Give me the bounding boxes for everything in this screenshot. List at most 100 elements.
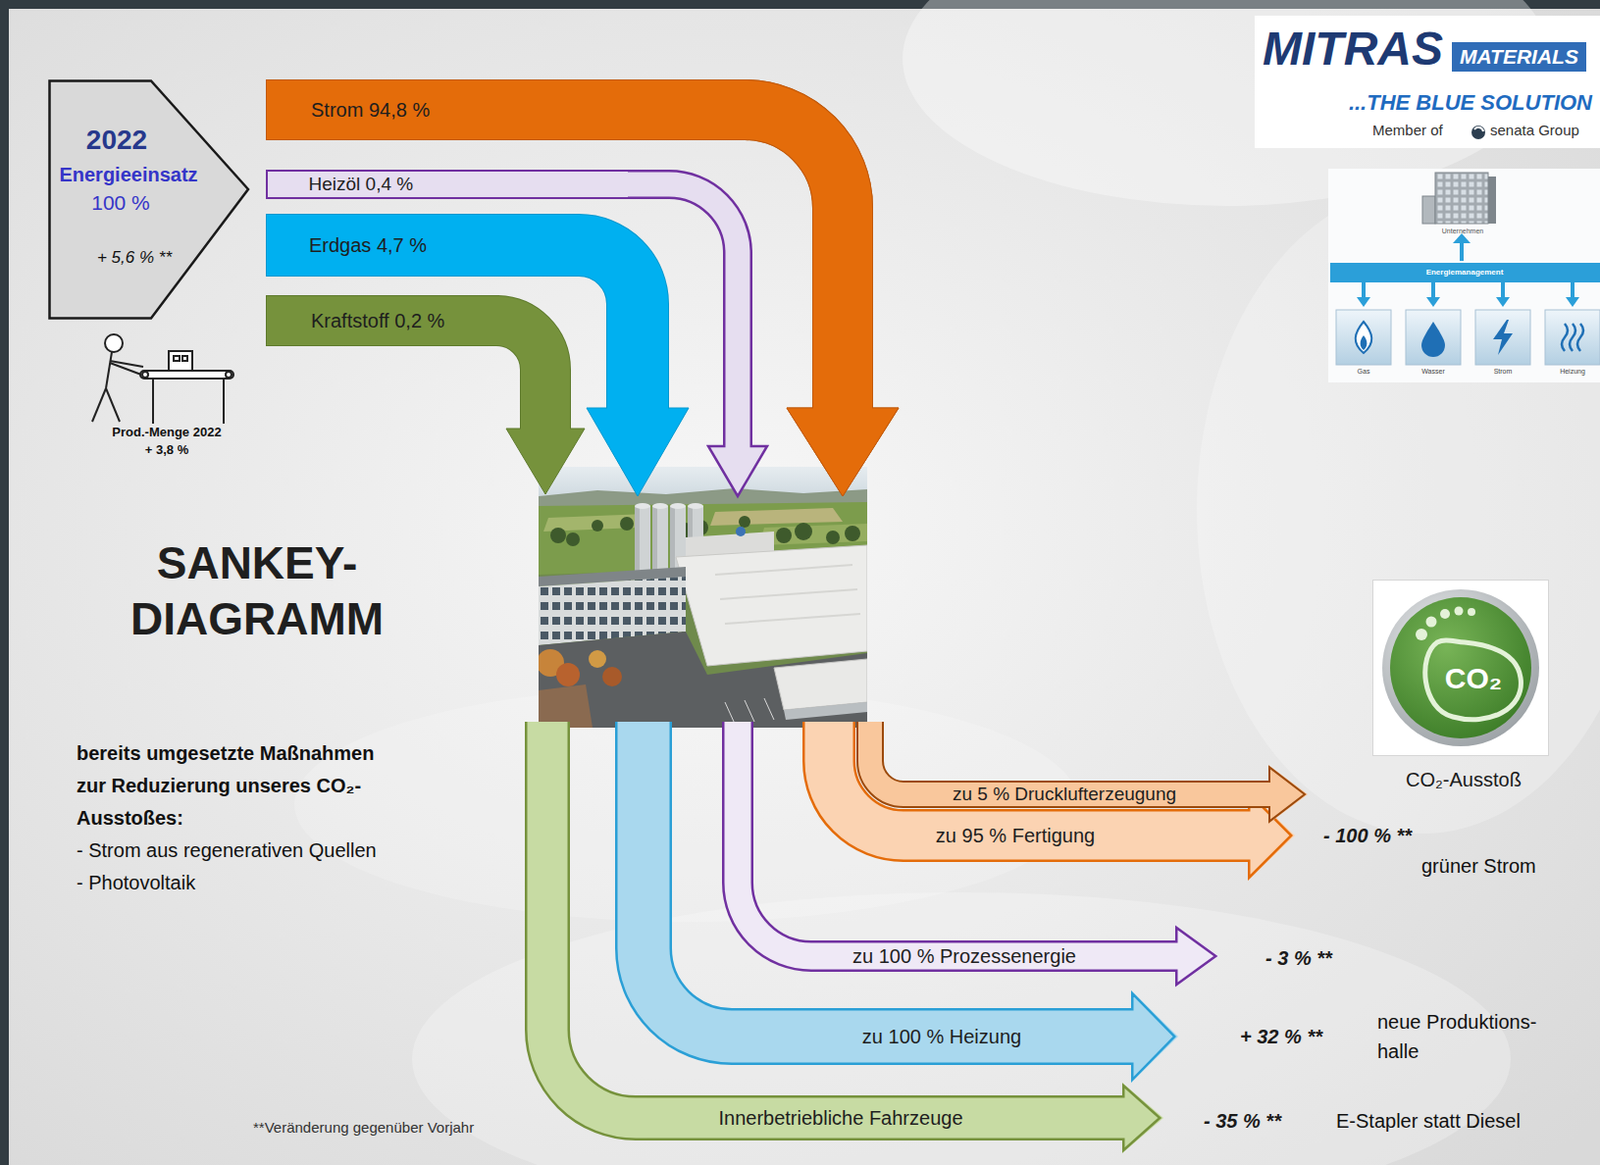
logo-box-text: Member of: [1372, 121, 1444, 139]
worker-conveyor-icon-part: [182, 356, 188, 362]
energy-management-icon-part: [1421, 321, 1446, 358]
energy-management-icon-part-part: [1545, 309, 1600, 365]
input-band: Strom 94,8 %: [265, 79, 687, 141]
flow-band-outline: [737, 722, 826, 957]
change-note: E-Stapler statt Diesel: [1336, 1110, 1521, 1134]
change-note: neue Produktions- halle: [1377, 1007, 1559, 1067]
energy-management-icon-part-part: [1336, 309, 1392, 365]
energy-management-icon-part: [1356, 297, 1580, 308]
icon-caption-slot: + 3,8 %: [145, 443, 189, 459]
change-value: - 3 % **: [1265, 947, 1333, 971]
worker-conveyor-icon-part: [173, 356, 180, 362]
icon-caption: Prod.-Menge 2022: [111, 425, 221, 441]
energy-management-icon-part-part: [1475, 309, 1531, 365]
arrow-band-fill: [824, 925, 1220, 988]
box-text-slot: 100 %: [91, 191, 151, 215]
energy-management-icon-part-part: [1577, 323, 1584, 352]
output-arrow: Innerbetriebliche Fahrzeuge: [647, 1083, 1164, 1154]
factory-photo-part-part: [775, 527, 792, 544]
co2-badge-text-slot: CO₂: [1445, 662, 1502, 697]
change-value: + 32 % **: [1239, 1026, 1323, 1049]
output-arrow: zu 5 % Drucklufterzeugung: [917, 765, 1308, 825]
footnote-slot: **Veränderung gegenüber Vorjahr: [253, 1119, 474, 1136]
worker-conveyor-icon-part: [92, 388, 106, 422]
icon-label: Gas: [1357, 367, 1371, 376]
energy-management-icon-part: [1493, 319, 1513, 356]
energy-management-icon-part: [1330, 262, 1600, 283]
logo-box-text: ...THE BLUE SOLUTION: [1348, 90, 1593, 115]
worker-conveyor-icon-part: [225, 371, 232, 378]
flow-connector: [489, 320, 649, 1119]
energy-management-icon-part: [1355, 321, 1373, 354]
icon-label: Energiemanagement: [1426, 267, 1504, 277]
icon-label: Unternehmen: [1442, 227, 1484, 236]
energy-management-icon-part: [1328, 168, 1600, 383]
worker-conveyor-icon-part: [105, 388, 120, 422]
worker-conveyor-icon-part: [142, 371, 149, 378]
energy-management-icon: [1328, 168, 1600, 383]
company-logo-part: [1471, 125, 1486, 140]
worker-conveyor-icon-part: [152, 378, 155, 424]
factory-photo-part-part: [738, 516, 751, 528]
flow-label-slot: Erdgas 4,7 %: [309, 234, 427, 258]
change-note-slot: neue Produktions- halle: [1377, 1007, 1559, 1067]
arrow-band-outline: [824, 928, 1216, 985]
measure-item: - Photovoltaik: [76, 867, 196, 900]
company-logo-part: [1254, 15, 1600, 149]
factory-photo-part: [675, 545, 868, 667]
arrow-band-fill: [917, 790, 1295, 881]
factory-photo-part: [710, 508, 843, 526]
factory-photo-part: [774, 659, 868, 711]
energy-input-box: 2022Energieeinsatz 100 % + 5,6 % **: [48, 79, 251, 320]
co2-icon: [1372, 579, 1549, 757]
measure-item: - Strom aus regenerativen Quellen: [76, 834, 377, 868]
flow-label: Kraftstoff 0,2 %: [310, 309, 445, 333]
flow-arrowhead: [586, 408, 689, 497]
box-text-slot: 2022: [86, 124, 148, 156]
flow-label: zu 100 % Heizung: [862, 1026, 1022, 1049]
logo-box-text-slot: Member of: [1372, 121, 1444, 139]
silos-part: [634, 503, 651, 510]
logo-box-text: senata Group: [1490, 121, 1580, 139]
flow-label: zu 95 % Fertigung: [935, 825, 1095, 848]
box-text-slot: Energieeinsatz: [58, 163, 198, 187]
energy-management-icon-part: [1360, 335, 1368, 351]
energy-management-icon-part-part: [1356, 297, 1371, 308]
flow-arrowhead: [708, 446, 768, 497]
worker-conveyor-icon: [92, 334, 234, 424]
silos-part: [652, 503, 669, 510]
worker-conveyor-icon-part: [105, 352, 112, 389]
co2-icon-part: [1382, 589, 1540, 747]
input-band: Erdgas 4,7 %: [265, 213, 531, 277]
icon-caption: + 3,8 %: [145, 443, 189, 459]
box-text: Energieeinsatz: [58, 163, 198, 187]
energy-management-icon-part: [1488, 176, 1497, 224]
worker-conveyor-icon-part: [168, 351, 193, 371]
change-value-slot: - 3 % **: [1265, 947, 1333, 971]
co2-icon-part-part: [1454, 607, 1464, 617]
flow-band-outline: [547, 722, 649, 1119]
factory-photo-part: [538, 684, 593, 728]
factory-photo-part-part: [566, 532, 580, 547]
change-value: - 100 % **: [1323, 825, 1412, 848]
co2-icon-part-part: [1415, 628, 1428, 641]
energy-management-icon-part-part: [1361, 282, 1366, 299]
diagram-title-slot: SANKEY- DIAGRAMM: [100, 535, 414, 648]
logo-box: MITRAS ...THE BLUE SOLUTION Member of senat…: [1254, 15, 1600, 149]
diagram-title: SANKEY- DIAGRAMM: [100, 535, 414, 648]
logo-box-text: MITRAS: [1262, 21, 1444, 76]
box-text-slot: + 5,6 % **: [97, 248, 172, 268]
footnote: **Veränderung gegenüber Vorjahr: [253, 1119, 474, 1136]
flow-label: Heizöl 0,4 %: [309, 173, 414, 196]
flow-arrowhead: [786, 408, 899, 497]
logo-box-text-slot: MITRAS: [1262, 21, 1444, 76]
energy-management-icon-part-part: [1565, 297, 1580, 308]
measures-heading: bereits umgesetzte Maßnahmen zur Reduzie…: [76, 737, 401, 835]
arrow-band-outline: [917, 793, 1291, 878]
worker-conveyor-icon-part: [109, 362, 142, 375]
flow-band-fill: [685, 109, 843, 411]
icon-label-slot: Wasser: [1421, 367, 1445, 376]
factory-photo-part: [538, 466, 868, 728]
co2-badge-text-slot: CO₂-Ausstoß: [1405, 769, 1522, 792]
change-note-slot: E-Stapler statt Diesel: [1336, 1110, 1521, 1134]
